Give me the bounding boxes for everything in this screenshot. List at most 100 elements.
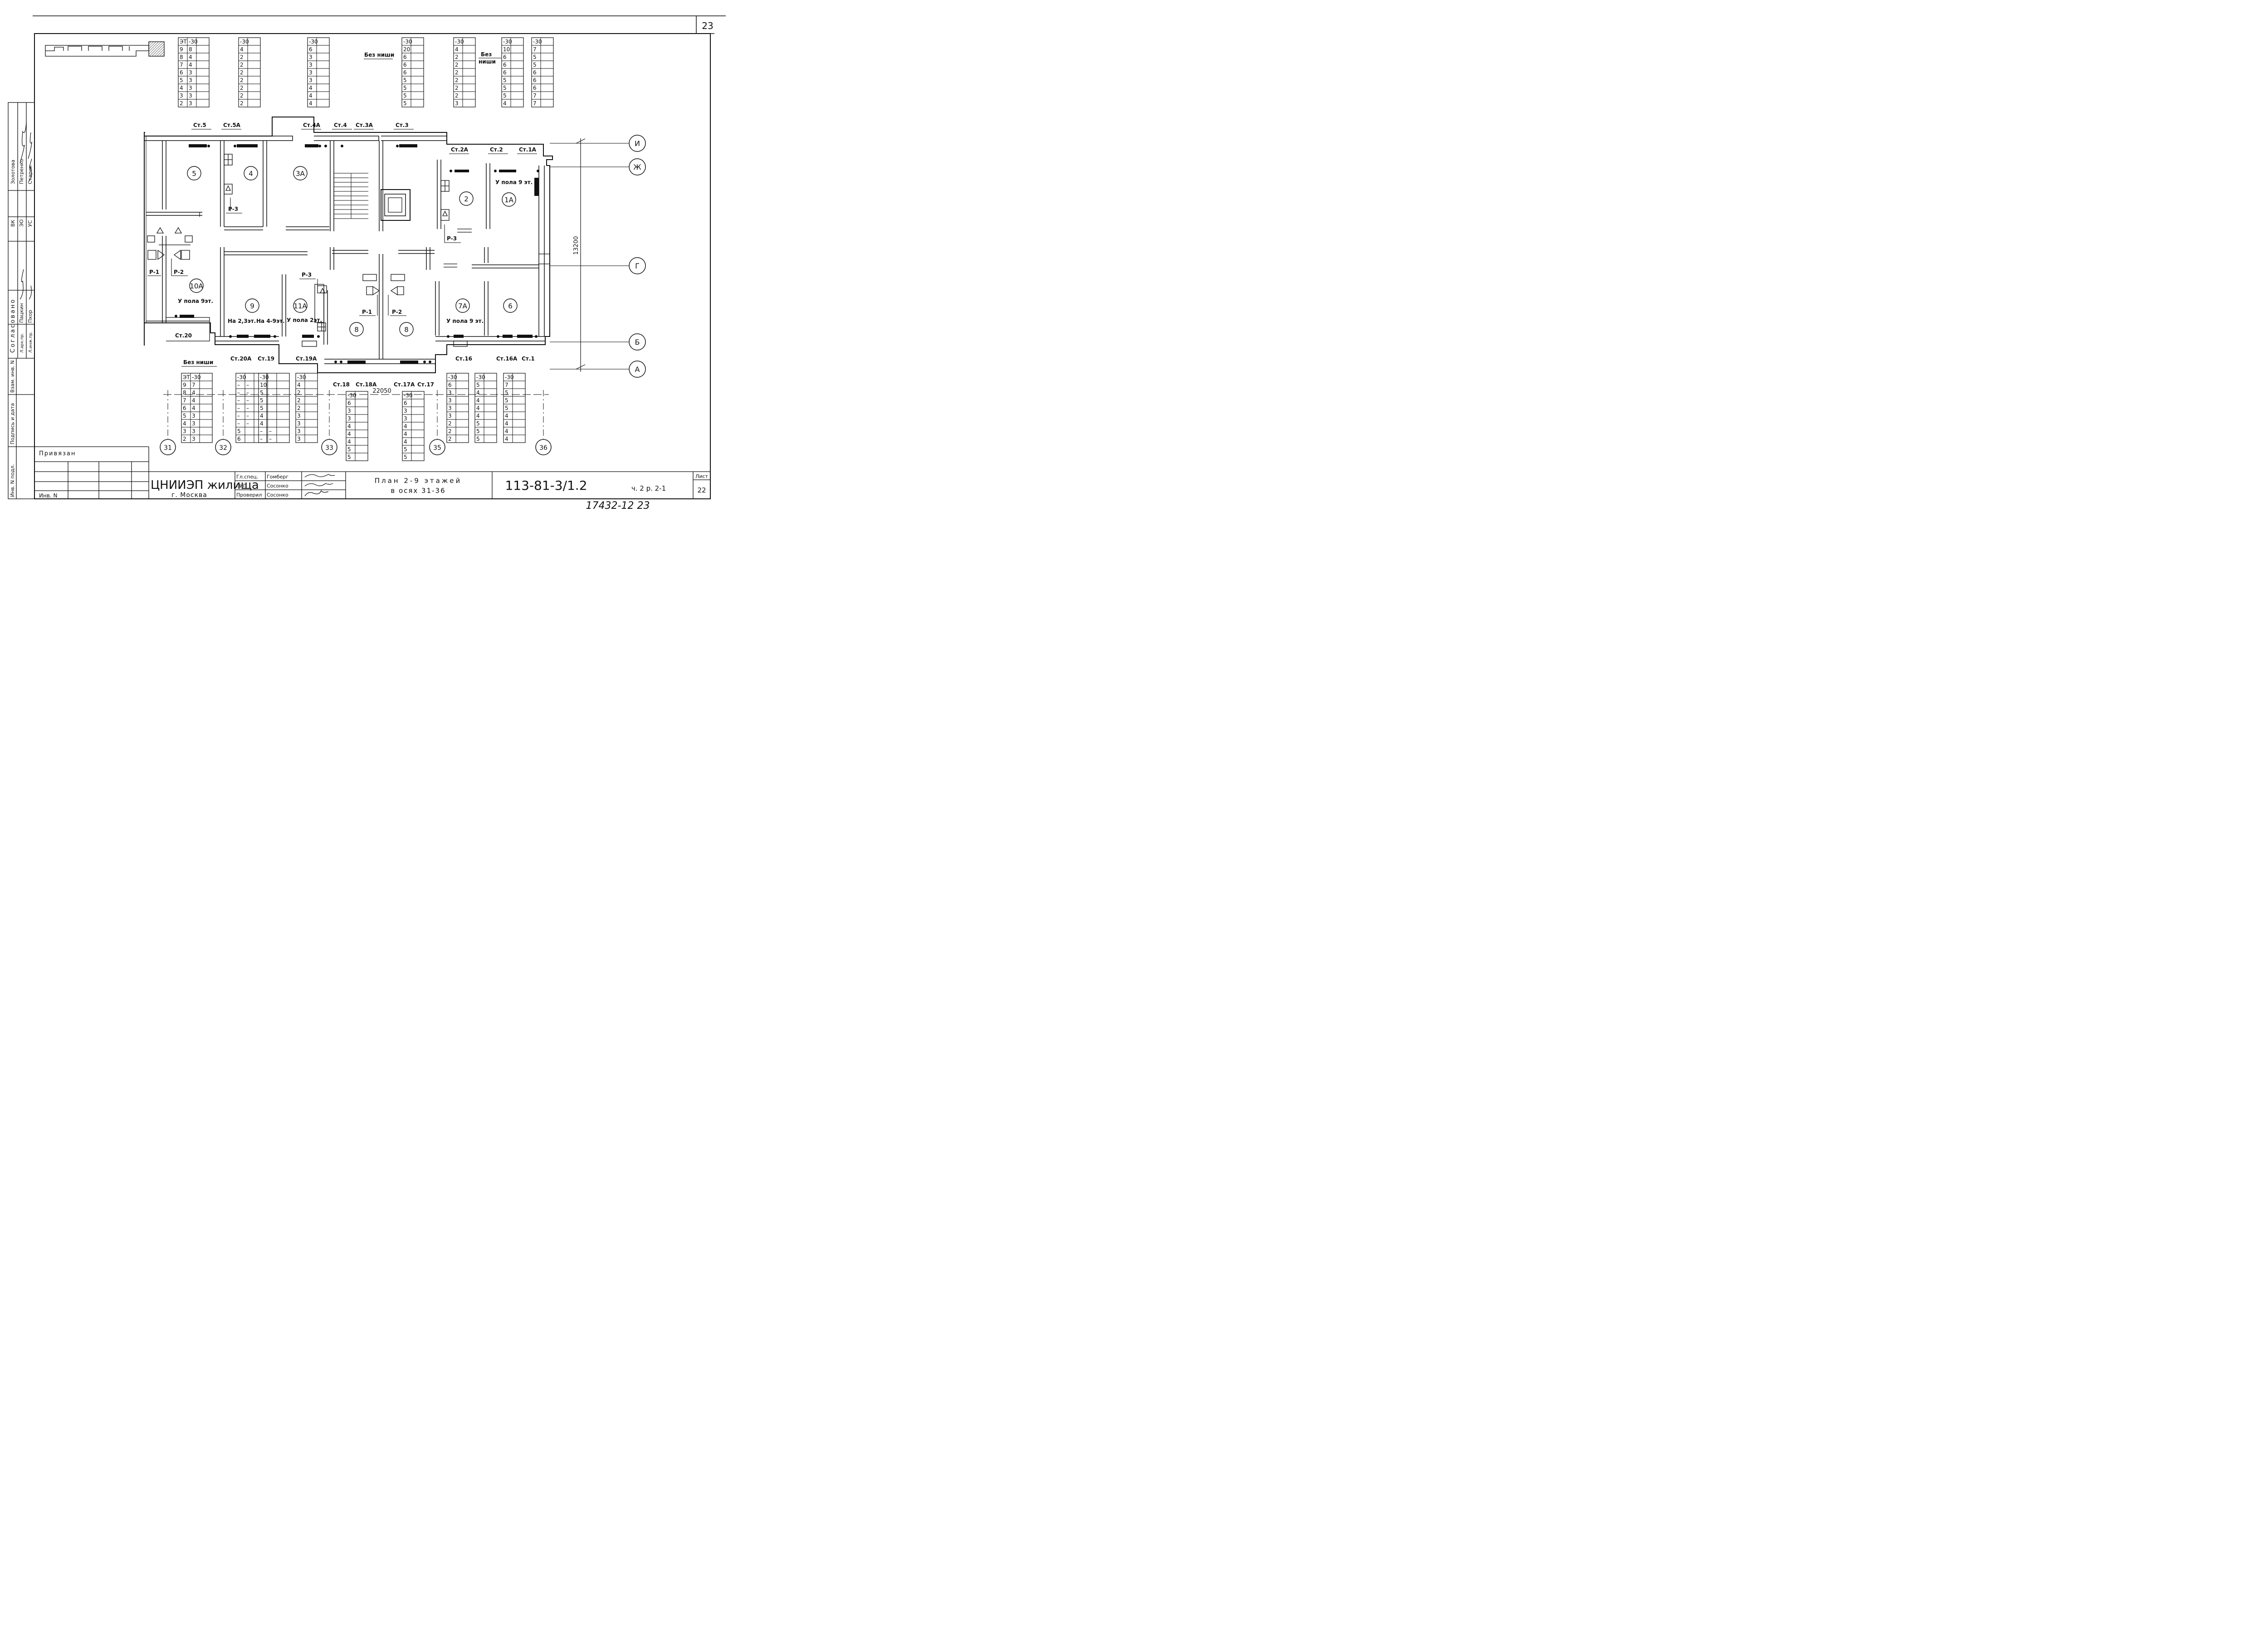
- table-cell: ЭТ: [183, 374, 190, 380]
- table-cell: 8: [189, 46, 192, 53]
- table-cell: 6: [403, 62, 407, 68]
- axis-label: 32: [219, 444, 227, 452]
- pipe-label: Р-3: [302, 272, 312, 278]
- stamp-agreed: Согласовано: [10, 298, 16, 353]
- note-floor: На 2,3эт.: [228, 318, 256, 324]
- pipe-label: Р-3: [228, 206, 238, 212]
- plumbing-fixtures: [147, 154, 468, 347]
- axis-label: 33: [325, 444, 333, 452]
- axis-marker: [535, 439, 552, 455]
- table-cell: 7: [192, 382, 196, 388]
- table-cell: 4: [455, 46, 459, 53]
- floor-plan-drawing: 23 ВК Золотова ЭО Петренко УС Старик Сог…: [8, 15, 726, 512]
- table-cell: 5: [503, 93, 507, 99]
- table-cell: 7: [533, 93, 537, 99]
- table-cell: 4: [476, 413, 480, 419]
- table-cell: 2: [448, 420, 452, 427]
- table-cell: –: [246, 420, 249, 427]
- table-cell: 4: [260, 413, 264, 419]
- table-cell: 3: [404, 415, 407, 422]
- riser-label: Ст.2: [490, 146, 503, 153]
- table-cell: 2: [455, 85, 459, 91]
- room-number: 2: [464, 195, 469, 203]
- pipe-label: Р-3: [447, 235, 457, 242]
- table-cell: 6: [533, 77, 537, 83]
- dimension-horizontal: 22050: [372, 388, 391, 395]
- table-cell: 5: [237, 428, 241, 434]
- room-number: 8: [404, 326, 409, 334]
- table-cell: 4: [192, 405, 196, 411]
- table-cell: 4: [347, 431, 351, 437]
- table-cell: 3: [309, 62, 313, 68]
- table-cell: 2: [297, 405, 301, 411]
- axis-marker: [215, 439, 231, 455]
- table-cell: 2: [183, 436, 186, 442]
- table-cell: 5: [476, 420, 480, 427]
- room-number: 4: [249, 170, 253, 178]
- table-cell: 4: [404, 431, 407, 437]
- table-cell: -30: [189, 39, 198, 45]
- stamp-name: Старик: [27, 165, 33, 184]
- table-cell: 3: [189, 93, 192, 99]
- pipe-label: Р-1: [362, 309, 372, 315]
- pipe-label: Р-2: [392, 309, 402, 315]
- table-cell: –: [237, 390, 240, 396]
- table-cell: 3: [297, 413, 301, 419]
- table-cell: 3: [309, 69, 313, 76]
- table-cell: 5: [403, 85, 407, 91]
- table-cell: 20: [403, 46, 410, 53]
- axis-marker: [629, 257, 646, 274]
- note-no-niche: Без: [481, 51, 492, 58]
- riser-label: Ст.19А: [296, 356, 317, 362]
- room-number-marker: [349, 322, 364, 336]
- axis-label: 31: [164, 444, 172, 452]
- table-cell: -30: [448, 374, 457, 380]
- table-cell: 3: [404, 408, 407, 414]
- table-cell: 4: [476, 405, 480, 411]
- radiators: [180, 144, 539, 364]
- room-number-marker: [503, 298, 518, 313]
- table-cell: –: [237, 413, 240, 419]
- table-cell: 8: [183, 390, 186, 396]
- axis-label: 36: [539, 444, 547, 452]
- table-cell: 5: [476, 436, 480, 442]
- room-number-marker: [459, 191, 474, 206]
- stamp-dept: ЭО: [19, 219, 24, 227]
- riser-pipes: [175, 145, 539, 363]
- riser-label: Ст.16: [455, 356, 472, 362]
- table-cell: –: [269, 428, 272, 434]
- table-cell: 2: [297, 390, 301, 396]
- table-cell: –: [246, 405, 249, 411]
- dimension-vertical: 13200: [573, 236, 580, 255]
- table-cell: 4: [180, 85, 183, 91]
- riser-label: Ст.17: [417, 381, 434, 388]
- table-cell: 2: [240, 77, 244, 83]
- table-cell: –: [237, 420, 240, 427]
- riser-label: Ст.18А: [356, 381, 377, 388]
- table-cell: 3: [297, 436, 301, 442]
- note-floor: У пола 9 эт.: [495, 179, 533, 185]
- table-cell: 2: [240, 69, 244, 76]
- table-cell: -30: [237, 374, 246, 380]
- staircase: [334, 173, 368, 219]
- table-cell: 4: [476, 390, 480, 396]
- table-cell: 5: [476, 428, 480, 434]
- room-number-marker: [293, 298, 308, 313]
- stamp-name: Пхор: [27, 310, 33, 323]
- org-name: ЦНИИЭП жилища: [151, 478, 259, 492]
- table-cell: 6: [403, 69, 407, 76]
- table-cell: 5: [533, 62, 537, 68]
- table-cell: 4: [192, 397, 196, 404]
- room-number-marker: [293, 166, 308, 180]
- table-cell: 2: [240, 85, 244, 91]
- table-cell: 8: [180, 54, 183, 60]
- axis-marker: [629, 158, 646, 175]
- table-cell: 2: [240, 62, 244, 68]
